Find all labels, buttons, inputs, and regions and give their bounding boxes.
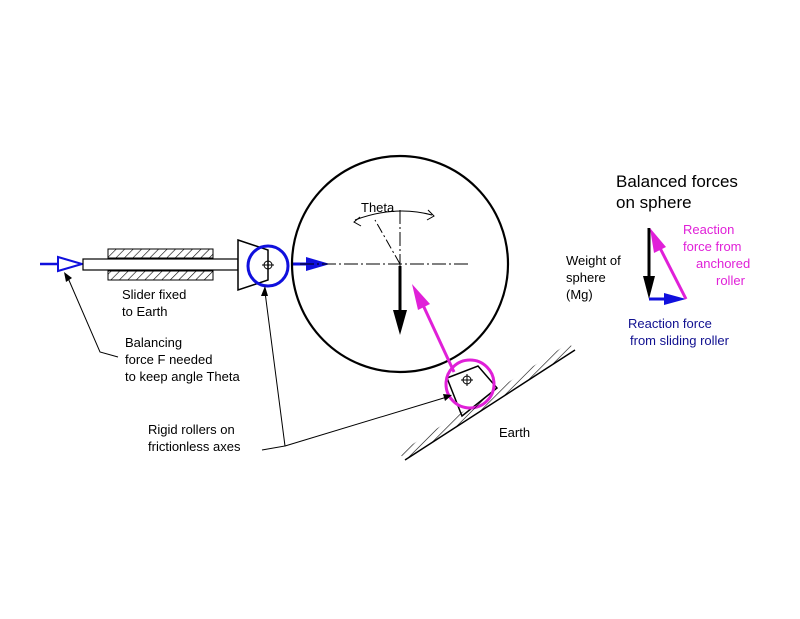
reaction-anchored-label-line2: force from [683,239,742,254]
force-triangle-anchored-vector [650,228,688,300]
slider-label-line1: Slider fixed [122,287,186,302]
force-triangle-sliding-vector [649,293,686,305]
theta-arc [354,210,433,221]
anchored-roller-force-arrow [412,284,456,373]
earth-label: Earth [499,425,530,440]
force-diagram-title-line2: on sphere [616,193,692,212]
rollers-label-line1: Rigid rollers on [148,422,235,437]
reaction-anchored-label-line1: Reaction [683,222,734,237]
sliding-roller-bracket [237,238,269,292]
theta-label: Theta [361,200,395,215]
anchored-roller-axle-icon [461,374,473,386]
force-diagram-title-line1: Balanced forces [616,172,738,191]
balancing-label-line3: to keep angle Theta [125,369,240,384]
sliding-roller [246,244,290,288]
balancing-label-line1: Balancing [125,335,182,350]
weight-label-line2: sphere [566,270,606,285]
sphere [290,154,510,374]
weight-label-line3: (Mg) [566,287,593,302]
slider-guide-bottom [107,270,214,281]
reaction-sliding-label-line2: from sliding roller [630,333,730,348]
theta-reference-line [374,219,401,265]
inclined-earth-surface [399,343,576,461]
weight-label-line1: Weight of [566,253,621,268]
rollers-label-line2: frictionless axes [148,439,241,454]
balancing-force-arrow [40,255,86,273]
sliding-roller-axle-icon [262,259,274,271]
reaction-sliding-label-line1: Reaction force [628,316,712,331]
force-triangle-weight-vector [643,228,655,299]
reaction-anchored-label-line4: roller [716,273,746,288]
slider-guide-top [107,248,214,259]
balancing-label-line2: force F needed [125,352,212,367]
reaction-anchored-label-line3: anchored [696,256,750,271]
rollers-leader-line-1 [261,291,286,451]
slider-label-line2: to Earth [122,304,168,319]
slider-rod [82,258,239,271]
rollers-leader-line-2 [284,396,448,447]
weight-arrow [393,266,407,335]
balancing-leader-line [67,277,119,358]
